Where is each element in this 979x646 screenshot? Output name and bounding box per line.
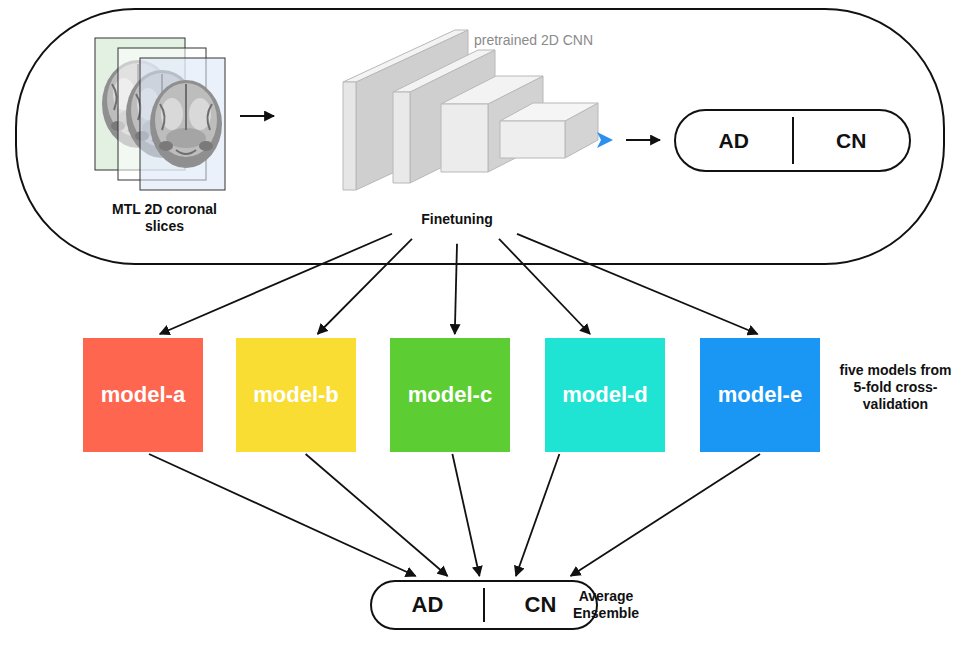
flow-arrow xyxy=(452,454,479,576)
model-label: model-e xyxy=(718,382,802,408)
output-arrow xyxy=(597,132,613,148)
model-label: model-d xyxy=(562,382,648,408)
ensemble-output: ADCN xyxy=(370,580,598,630)
class-label: AD xyxy=(676,111,792,170)
flow-arrow xyxy=(626,139,660,141)
class-label: AD xyxy=(372,582,483,628)
flow-arrow xyxy=(517,234,758,334)
flow-arrow xyxy=(318,239,412,334)
divider-line xyxy=(483,588,485,622)
slice-stack xyxy=(95,38,225,190)
note-label: Average Ensemble xyxy=(565,588,647,622)
model-box: model-e xyxy=(700,338,820,452)
model-box: model-d xyxy=(545,338,665,452)
network-label: pretrained 2D CNN xyxy=(474,32,624,49)
class-output: ADCN xyxy=(674,109,911,172)
flow-arrow xyxy=(571,454,760,576)
model-label: model-c xyxy=(408,382,492,408)
stage-label: Finetuning xyxy=(382,211,532,228)
note-label: five models from 5-fold cross-validation xyxy=(833,362,958,412)
model-box: model-b xyxy=(236,338,356,452)
model-label: model-b xyxy=(253,382,339,408)
pipeline-panel: MTL 2D coronal slices pretrained 2D CNN Fi… xyxy=(15,8,945,265)
flow-arrow xyxy=(516,454,559,576)
divider-line xyxy=(792,117,794,164)
flow-arrow xyxy=(306,454,448,576)
flow-arrow xyxy=(240,115,274,117)
flow-arrow xyxy=(499,239,590,334)
flow-arrow xyxy=(160,234,392,334)
flow-arrow xyxy=(455,244,457,334)
model-label: model-a xyxy=(101,382,185,408)
model-box: model-c xyxy=(390,338,510,452)
input-label: MTL 2D coronal slices xyxy=(97,201,232,235)
cnn-blocks xyxy=(343,30,598,190)
model-box: model-a xyxy=(83,338,203,452)
class-label: CN xyxy=(794,111,910,170)
